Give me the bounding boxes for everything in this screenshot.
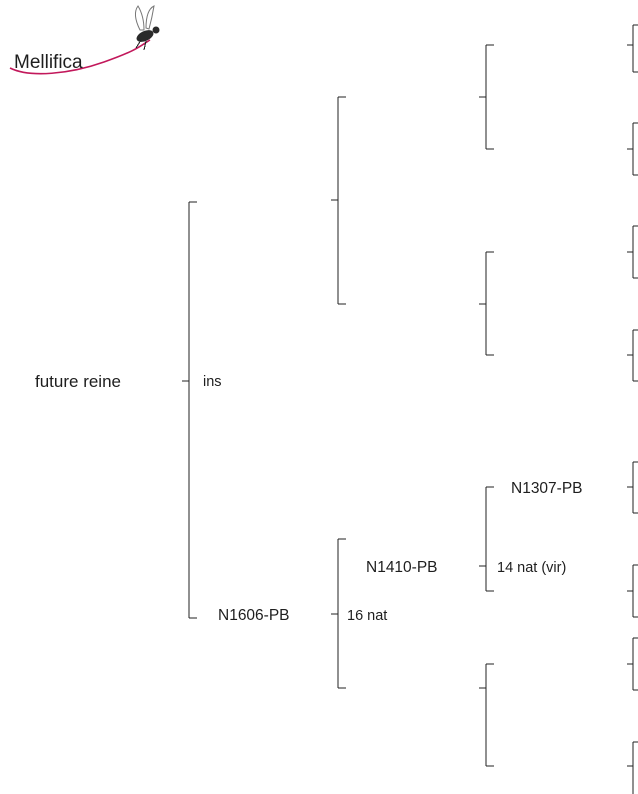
- bracket-gen3-1: [479, 44, 494, 150]
- bracket-gen4-1: [627, 24, 638, 73]
- root-label[interactable]: future reine: [35, 372, 121, 391]
- father-queen-label[interactable]: N1606-PB: [218, 607, 290, 624]
- bracket-gen4-5: [627, 461, 638, 514]
- bracket-gen3-3: [479, 486, 494, 592]
- bee-icon: [134, 5, 160, 51]
- father-queen-note: 16 nat: [347, 608, 387, 624]
- root-note: ins: [203, 374, 222, 390]
- great-grand-queen-label[interactable]: N1307-PB: [511, 480, 583, 497]
- grand-queen-note: 14 nat (vir): [497, 560, 566, 576]
- bracket-gen4-7: [627, 637, 638, 691]
- bracket-gen3-4: [479, 663, 494, 767]
- bracket-gen4-4: [627, 329, 638, 382]
- logo-text: Mellifica: [14, 52, 83, 73]
- bracket-gen4-6: [627, 564, 638, 618]
- mellifica-logo[interactable]: Mellifica: [9, 5, 160, 75]
- bracket-gen4-3: [627, 225, 638, 279]
- bracket-gen1: [182, 201, 197, 619]
- grand-queen-label[interactable]: N1410-PB: [366, 559, 438, 576]
- bracket-gen4-8: [627, 741, 638, 794]
- bracket-gen4-2: [627, 122, 638, 176]
- bracket-gen2-lower: [331, 538, 346, 689]
- logo-swoosh: [9, 39, 151, 75]
- bracket-gen2-upper: [331, 96, 346, 305]
- bracket-gen3-2: [479, 251, 494, 356]
